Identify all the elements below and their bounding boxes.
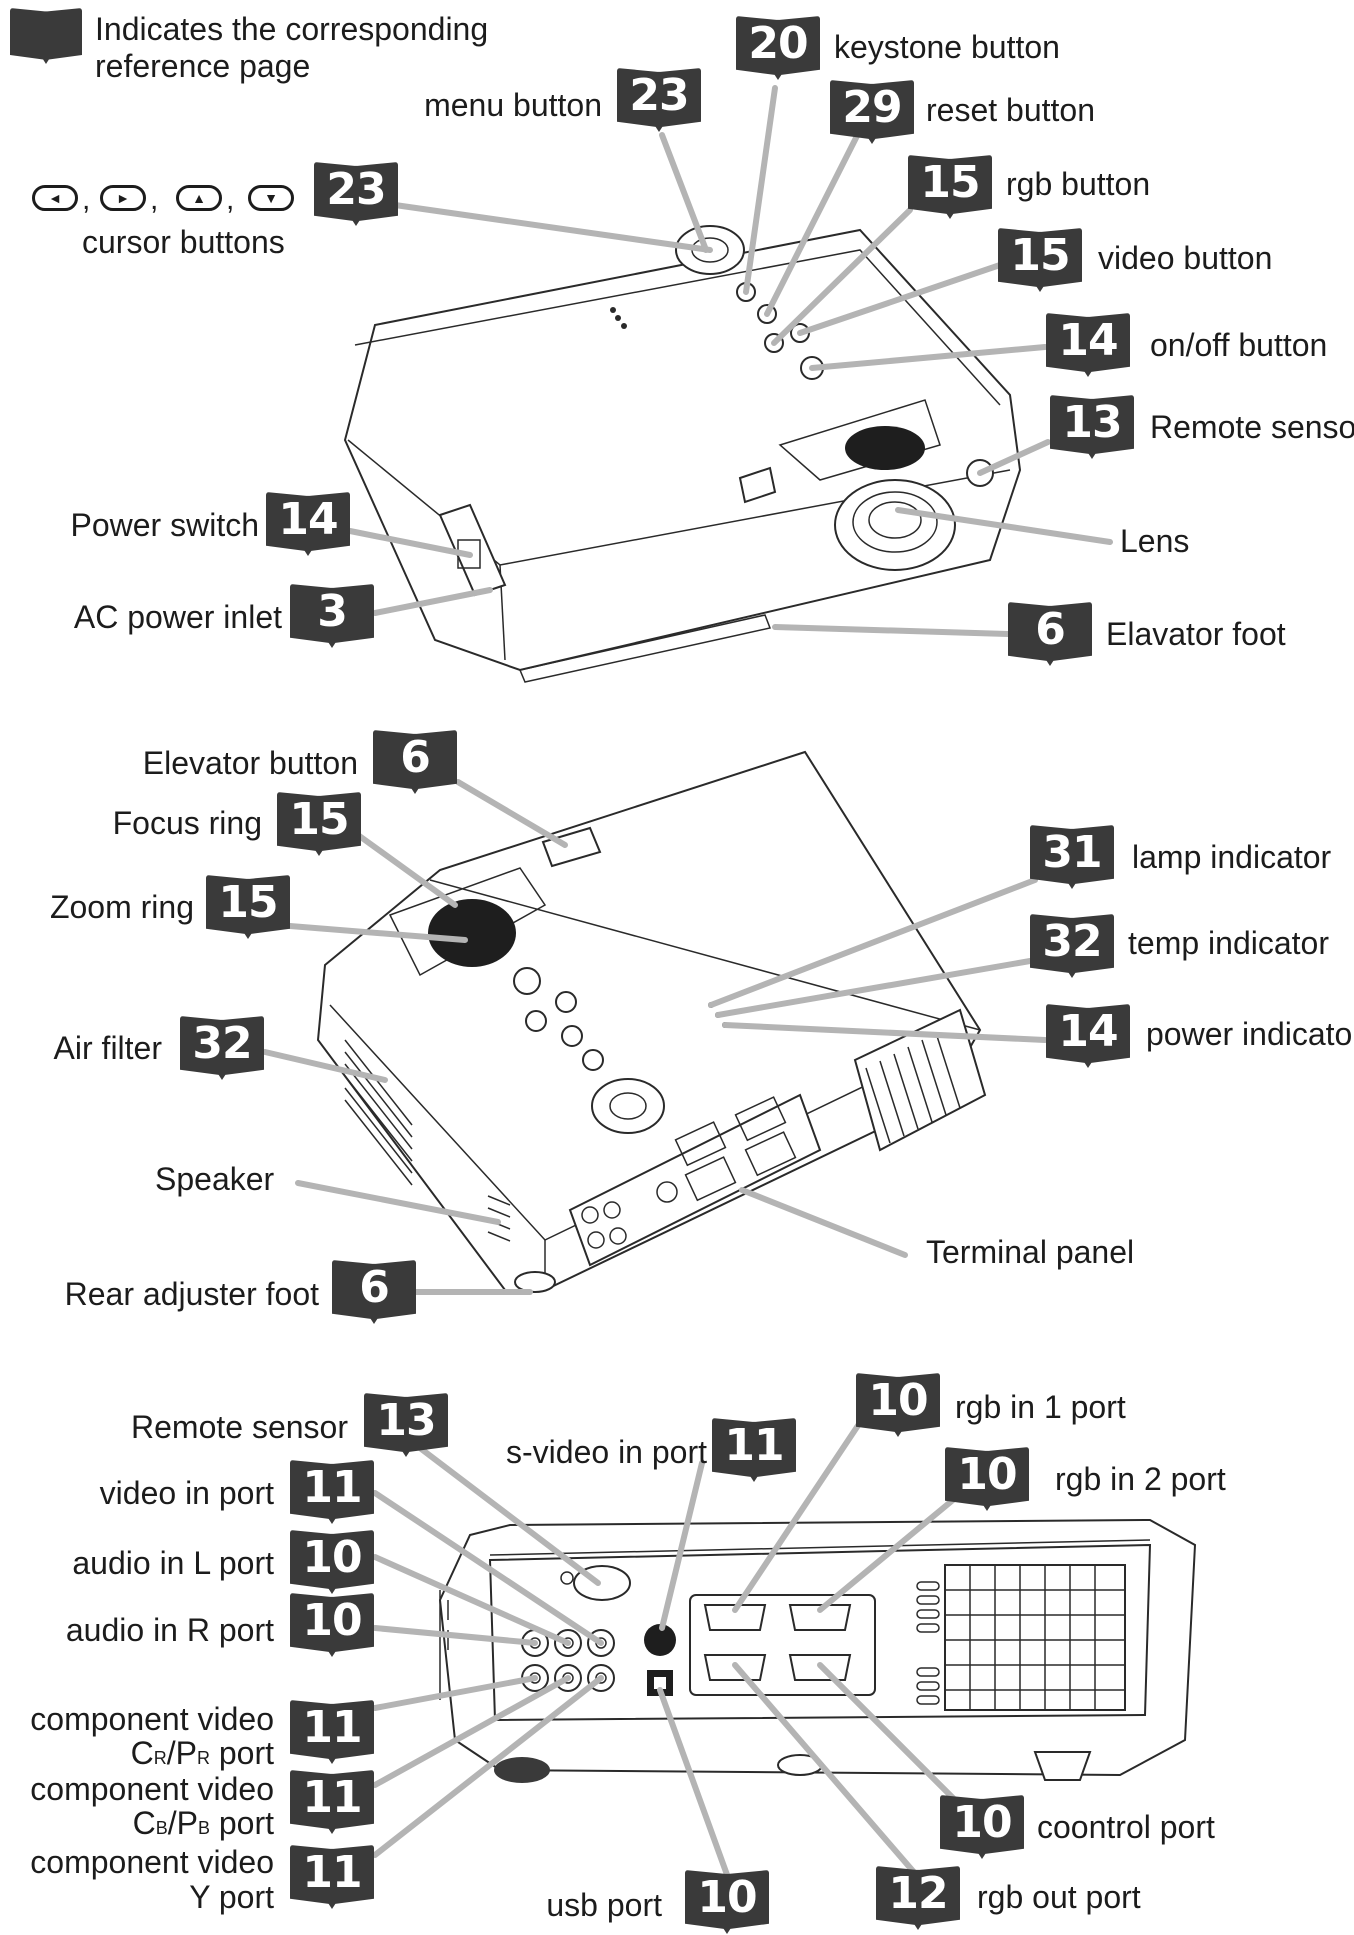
power-indicator-label: power indicator [1146,1016,1354,1052]
terminal-view-projector [438,1518,1197,1783]
left-cursor-icon: ◄ [32,185,78,211]
elevator-foot-page-badge: 6 [1008,602,1092,666]
component-cr-line2: CR/PR port [130,1735,274,1771]
elevator-button-label: Elevator button [142,745,358,781]
leader-lines [262,85,1113,1888]
temp-indicator-label: temp indicator [1128,925,1329,961]
terminal-remote-sensor-label: Remote sensor [131,1409,348,1445]
rgb-out-port-label: rgb out port [977,1879,1141,1915]
remote-sensor-label: Remote sensor [1150,409,1354,445]
menu-button-label: menu button [424,87,602,123]
rgb-out-port-page-badge: 12 [876,1866,960,1930]
audio-in-r-port-page-badge: 10 [290,1593,374,1657]
elevator-button-page-badge: 6 [373,730,457,794]
video-button-page-badge: 15 [998,228,1082,292]
video-in-port-label: video in port [99,1475,274,1511]
rgb-in2-port-label: rgb in 2 port [1055,1461,1226,1497]
power-switch-label: Power switch [70,507,260,543]
air-filter-page-badge: 32 [180,1016,264,1080]
component-y-line1: component video [30,1844,274,1880]
reference-book-icon [10,8,82,64]
control-port-label: coontrol port [1037,1809,1215,1845]
terminal-panel-label: Terminal panel [926,1234,1135,1270]
cursor-buttons-label: cursor buttons [82,224,285,260]
rgb-in2-port-page-badge: 10 [945,1447,1029,1511]
ac-power-inlet-page-badge: 3 [290,584,374,648]
down-cursor-icon: ▼ [248,185,294,211]
svideo-in-port-page-badge: 11 [712,1418,796,1482]
lamp-indicator-label: lamp indicator [1132,839,1332,875]
rear-view-projector [316,750,987,1293]
temp-indicator-page-badge: 32 [1030,914,1114,978]
right-cursor-icon: ► [100,185,146,211]
air-filter-label: Air filter [53,1030,162,1066]
keystone-button-label: keystone button [834,29,1060,65]
usb-port-page-badge: 10 [685,1870,769,1934]
comma-3: , [226,183,235,216]
terminal-remote-sensor-page-badge: 13 [364,1393,448,1457]
menu-button-page-badge: 23 [617,68,701,132]
comma-1: , [82,183,91,216]
rgb-button-label: rgb button [1006,166,1151,202]
comma-2: , [150,183,159,216]
rgb-button-page-badge: 15 [908,155,992,219]
cursor-buttons-page-badge: 23 [314,162,398,226]
component-cb-page-badge: 11 [290,1770,374,1834]
control-port-page-badge: 10 [940,1795,1024,1859]
ac-power-inlet-label: AC power inlet [73,599,282,635]
legend-text-line2: reference page [95,48,311,84]
up-cursor-icon: ▲ [176,185,222,211]
usb-port-label: usb port [546,1887,662,1923]
reset-button-page-badge: 29 [830,80,914,144]
rgb-in1-port-page-badge: 10 [856,1373,940,1437]
lens-label: Lens [1120,523,1190,559]
component-y-page-badge: 11 [290,1845,374,1909]
elevator-foot-label: Elavator foot [1106,616,1286,652]
rear-adjuster-foot-page-badge: 6 [332,1260,416,1324]
speaker-label: Speaker [155,1161,275,1197]
component-cb-line1: component video [30,1771,274,1807]
component-cr-line1: component video [30,1701,274,1737]
video-button-label: video button [1098,240,1273,276]
rear-adjuster-foot-label: Rear adjuster foot [64,1276,319,1312]
power-indicator-page-badge: 14 [1046,1004,1130,1068]
focus-ring-label: Focus ring [112,805,262,841]
zoom-ring-label: Zoom ring [49,889,194,925]
component-y-line2: Y port [189,1879,274,1915]
keystone-button-page-badge: 20 [736,16,820,80]
component-cb-line2: CB/PB port [132,1805,274,1841]
zoom-ring-page-badge: 15 [206,875,290,939]
svideo-in-port-label: s-video in port [506,1434,707,1470]
audio-in-l-port-page-badge: 10 [290,1530,374,1594]
audio-in-r-port-label: audio in R port [65,1612,274,1648]
legend-text-line1: Indicates the corresponding [95,11,489,47]
audio-in-l-port-label: audio in L port [72,1545,274,1581]
remote-sensor-page-badge: 13 [1050,395,1134,459]
onoff-button-label: on/off button [1150,327,1328,363]
onoff-button-page-badge: 14 [1046,313,1130,377]
component-cr-page-badge: 11 [290,1700,374,1764]
lamp-indicator-page-badge: 31 [1030,825,1114,889]
reset-button-label: reset button [926,92,1095,128]
rgb-in1-port-label: rgb in 1 port [955,1389,1126,1425]
focus-ring-page-badge: 15 [277,792,361,856]
power-switch-page-badge: 14 [266,492,350,556]
video-in-port-page-badge: 11 [290,1460,374,1524]
